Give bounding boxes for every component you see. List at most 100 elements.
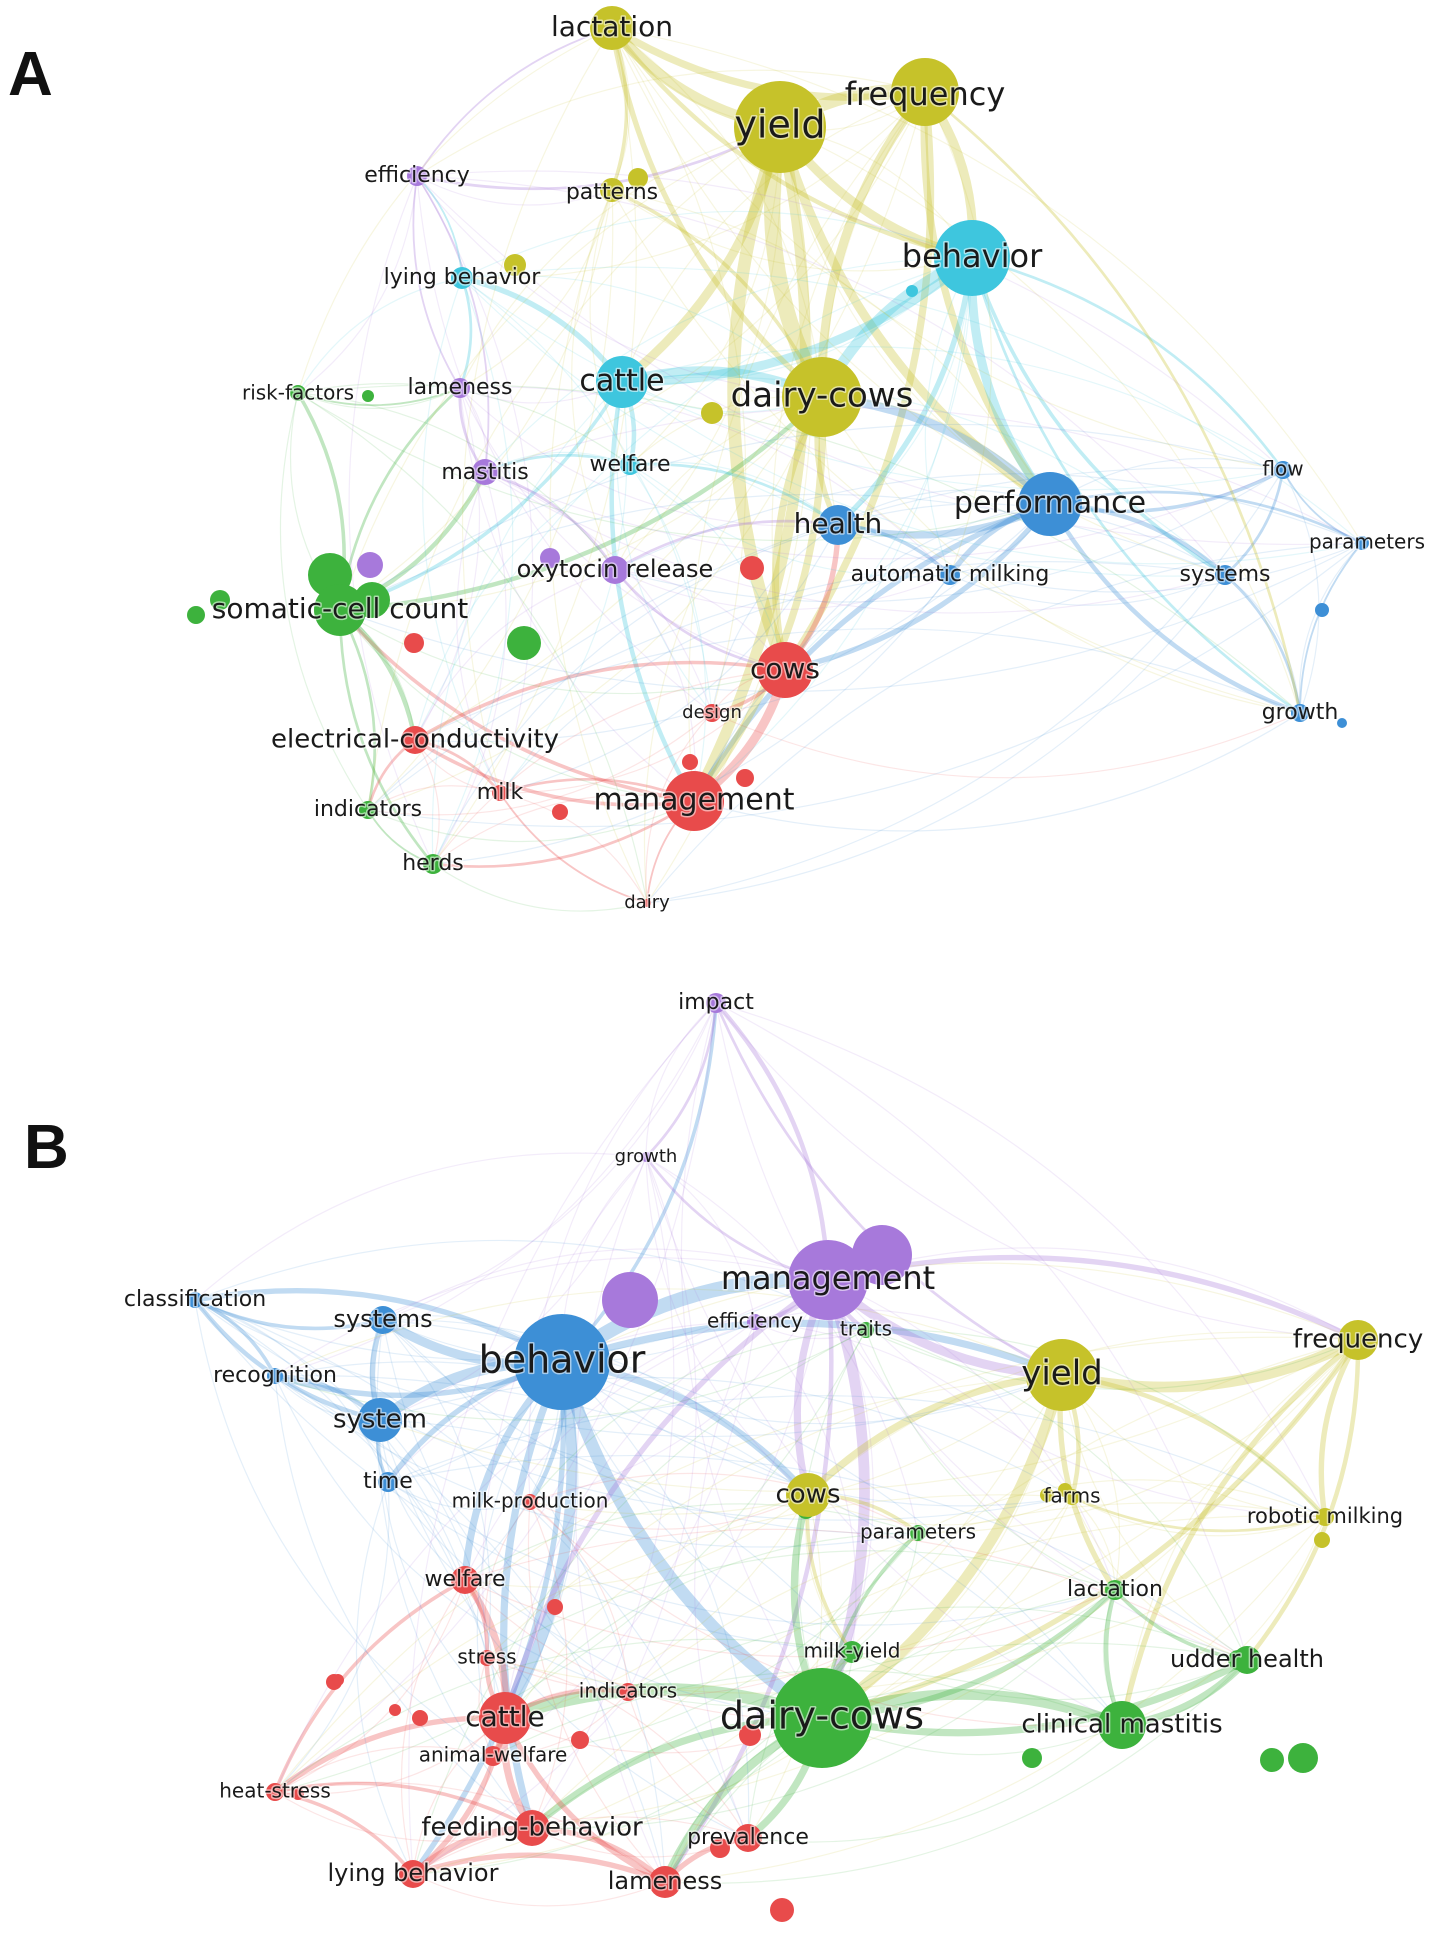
node-lactation	[1105, 1580, 1125, 1600]
edge-behavior-impact	[560, 1001, 718, 1364]
node-animal-welfare	[483, 1746, 503, 1766]
edge-faint-animal-welfare-lying-behavior	[412, 1755, 494, 1875]
edge-faint-welfare-management	[629, 464, 707, 802]
edge-faint-clinical-mastitis-animal-welfare	[492, 1669, 1123, 1757]
edge-behavior-cattle	[617, 253, 977, 387]
edge-faint-classification-time	[194, 1299, 389, 1483]
edge-faint-indicators-animal-welfare	[492, 1691, 629, 1757]
edge-faint-efficiency-traits	[754, 1321, 867, 1340]
edge-faint-robotic-milking-lameness	[664, 1516, 1326, 1883]
edge-faint-lactation-feeding-behavior	[531, 1589, 1116, 1829]
edge-faint-time-lactation	[387, 1481, 1116, 1626]
node-unlabeled-1-19	[332, 1674, 344, 1686]
node-frequency	[891, 58, 959, 126]
node-parameters	[1355, 536, 1369, 550]
edge-faint-growth-cows	[645, 1156, 809, 1496]
node-unlabeled-1-6	[1288, 1743, 1318, 1773]
node-mastitis	[472, 459, 498, 485]
edge-faint-management-lactation	[827, 1279, 1116, 1591]
edge-faint-lactation-parameters	[611, 27, 1363, 544]
edge-faint-frequency-lameness	[664, 1339, 1359, 1883]
node-design	[703, 704, 721, 722]
node-label-electrical-conductivity: electrical-conductivity	[271, 725, 559, 755]
edge-faint-lactation-indicators	[627, 1589, 1116, 1708]
edge-efficiency-lameness	[412, 175, 461, 389]
edge-risk-factors-lameness	[297, 387, 461, 407]
edge-faint-yield-lameness	[459, 126, 781, 389]
edge-faint-udder-health-indicators	[627, 1606, 1248, 1693]
node-unlabeled-1-7	[1022, 1748, 1042, 1768]
edge-faint-time-milk-production	[387, 1481, 531, 1510]
edge-faint-parameters-welfare	[464, 1503, 919, 1581]
edge-faint-design-dairy	[645, 712, 713, 904]
node-system	[358, 1398, 402, 1442]
edge-faint-efficiency-milk-yield	[754, 1321, 857, 1653]
node-label-design: design	[682, 702, 742, 723]
node-indicators	[619, 1683, 637, 1701]
node-management	[664, 771, 724, 831]
edge-behavior-growth	[970, 256, 1302, 715]
edge-impact-growth	[644, 1001, 718, 1159]
edge-faint-yield-growth	[779, 126, 1301, 714]
edge-faint-efficiency-herds	[348, 175, 434, 865]
node-unlabeled-0-2	[210, 590, 230, 610]
edge-management-herds	[431, 799, 696, 868]
edge-faint-mastitis-systems	[484, 471, 1226, 614]
edge-faint-traits-milk-production	[529, 1329, 867, 1503]
edge-faint-dairy-cows-growth	[821, 396, 1301, 714]
edge-classification-systems	[193, 1298, 385, 1331]
edge-faint-milk-production-cows	[529, 1494, 809, 1530]
node-milk-yield	[841, 1641, 863, 1663]
edge-faint-stress-prevalence	[486, 1657, 749, 1839]
edge-faint-cattle-flow	[621, 346, 1284, 471]
edge-faint-welfare-health	[629, 461, 839, 526]
node-heat-stress	[266, 1783, 284, 1801]
edge-faint-systems-dairy	[646, 574, 1226, 904]
node-traits	[858, 1322, 874, 1338]
node-label-welfare: welfare	[590, 452, 671, 477]
edge-faint-yield-somatic-cell-count	[339, 126, 781, 611]
edge-cattle-heat-stress	[272, 1715, 508, 1795]
edge-faint-patterns-somatic-cell-count	[339, 189, 613, 611]
edge-management-impact	[713, 1000, 831, 1283]
edge-feeding-behavior-heat-stress	[273, 1781, 534, 1830]
edge-management-cattle	[502, 1277, 831, 1721]
edge-faint-growth-management	[693, 712, 1301, 832]
node-label-lameness: lameness	[408, 375, 513, 400]
node-label-heat-stress: heat-stress	[219, 1779, 330, 1803]
node-feeding-behavior	[514, 1810, 550, 1846]
edge-behavior-yield	[558, 1319, 1066, 1379]
edge-yield-performance	[775, 122, 1055, 509]
edge-faint-classification-management	[194, 1279, 829, 1361]
edge-behavior-cattle	[499, 1356, 578, 1724]
edge-management-lameness	[662, 1277, 834, 1885]
edge-faint-yield-indicators	[367, 126, 781, 811]
edge-faint-cows-cattle	[504, 1494, 809, 1719]
node-robotic-milking	[1316, 1508, 1334, 1526]
edge-faint-risk-factors-dairy	[297, 392, 648, 904]
edge-faint-udder-health-feeding-behavior	[531, 1642, 1248, 1829]
edge-faint-health-design	[711, 524, 839, 714]
edge-faint-welfare-cows	[629, 464, 786, 671]
node-unlabeled-0-14	[1315, 603, 1329, 617]
edge-lactation-behavior	[609, 25, 975, 261]
edge-faint-efficiency-animal-welfare	[492, 1321, 756, 1757]
node-label-behavior: behavior	[902, 237, 1043, 275]
edge-faint-farms-robotic-milking	[1071, 1496, 1326, 1537]
edge-faint-frequency-behavior	[561, 1262, 1359, 1363]
edge-faint-automatic-milking-systems	[949, 574, 1226, 606]
edge-behavior-lying-behavior	[410, 1359, 567, 1877]
edge-faint-frequency-clinical-mastitis	[1121, 1339, 1359, 1726]
edge-faint-impact-systems	[382, 1002, 717, 1321]
edge-oxytocin-release-health	[613, 519, 840, 572]
edge-faint-flow-somatic-cell-count	[339, 423, 1284, 611]
node-lying-behavior	[399, 1860, 427, 1888]
edge-faint-lying-behavior-flow	[461, 277, 1284, 491]
edge-faint-lactation-dairy-cows	[611, 27, 823, 398]
edge-faint-prevalence-lying-behavior	[412, 1816, 749, 1875]
edge-performance-cows	[782, 501, 1053, 673]
edge-faint-behavior-health	[837, 257, 973, 526]
edge-faint-oxytocin-release-electrical-conductivity	[414, 569, 616, 741]
node-unlabeled-0-3	[187, 606, 205, 624]
edge-faint-risk-factors-oxytocin-release	[297, 392, 616, 571]
